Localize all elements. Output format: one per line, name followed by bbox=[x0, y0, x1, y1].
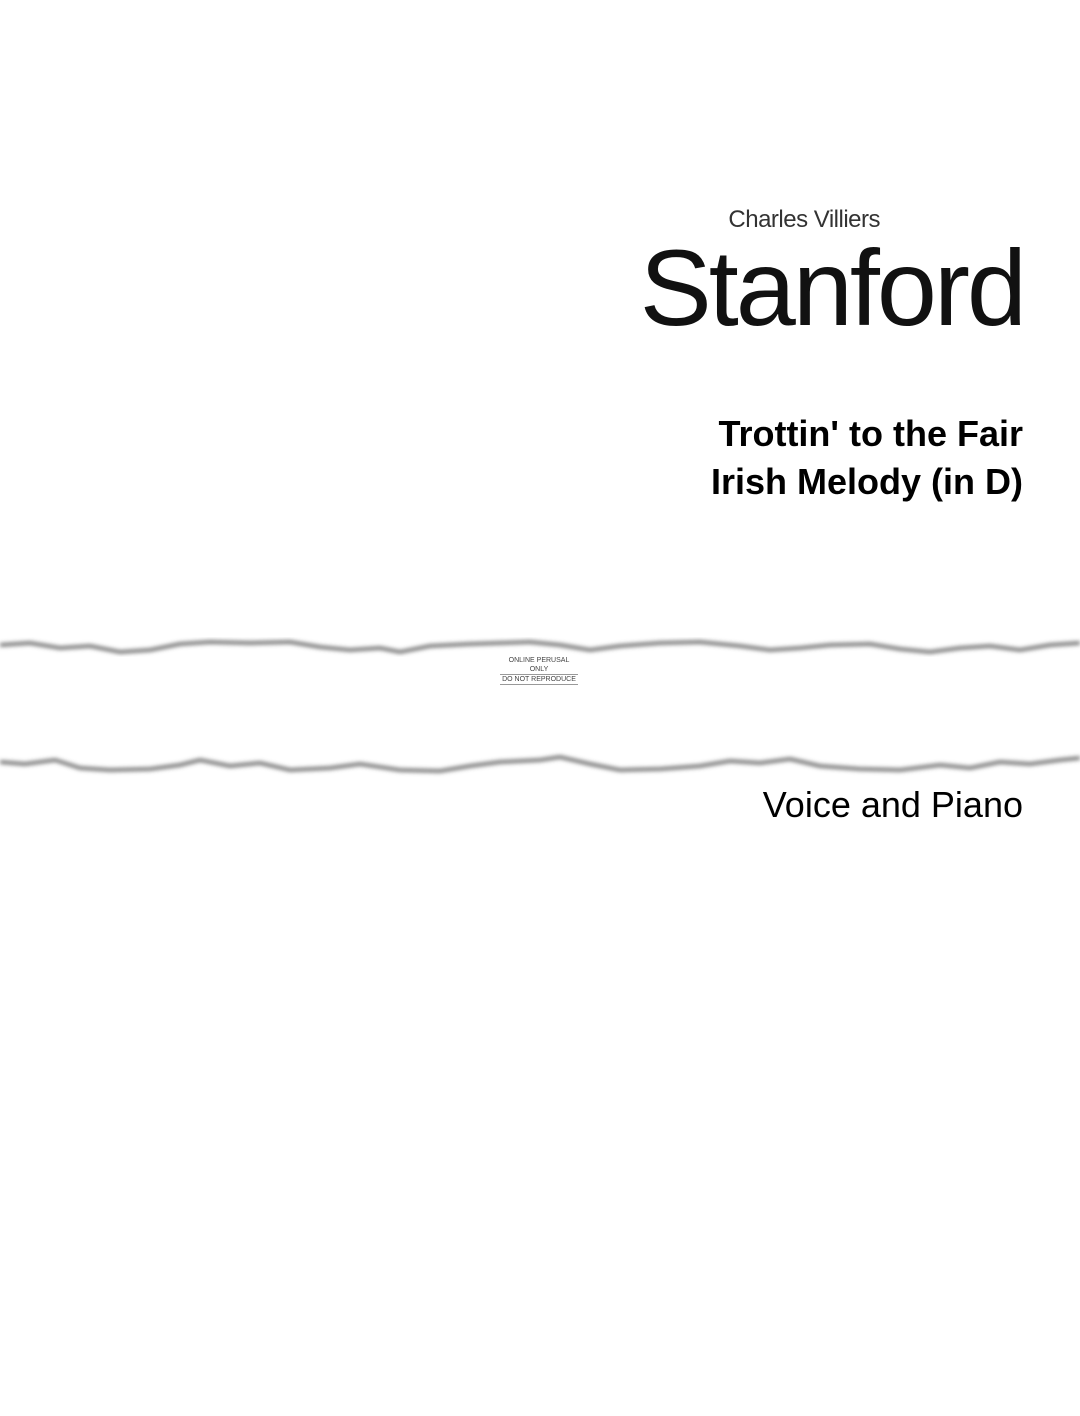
watermark-line-1: ONLINE PERUSAL ONLY bbox=[500, 656, 578, 675]
instrumentation: Voice and Piano bbox=[762, 784, 1023, 825]
torn-page-edges bbox=[0, 640, 1080, 773]
composer-surname: Stanford bbox=[639, 227, 1027, 348]
composer-first-names: Charles Villiers bbox=[728, 206, 880, 233]
perusal-watermark: ONLINE PERUSAL ONLY DO NOT REPRODUCE bbox=[500, 656, 578, 685]
watermark-line-2: DO NOT REPRODUCE bbox=[500, 675, 578, 685]
torn-edge-bottom bbox=[0, 755, 1080, 773]
piece-title: Trottin' to the Fair Irish Melody (in D) bbox=[711, 410, 1023, 506]
title-line-1: Trottin' to the Fair bbox=[718, 413, 1023, 454]
title-line-2: Irish Melody (in D) bbox=[710, 461, 1023, 502]
torn-edge-top bbox=[0, 640, 1080, 654]
